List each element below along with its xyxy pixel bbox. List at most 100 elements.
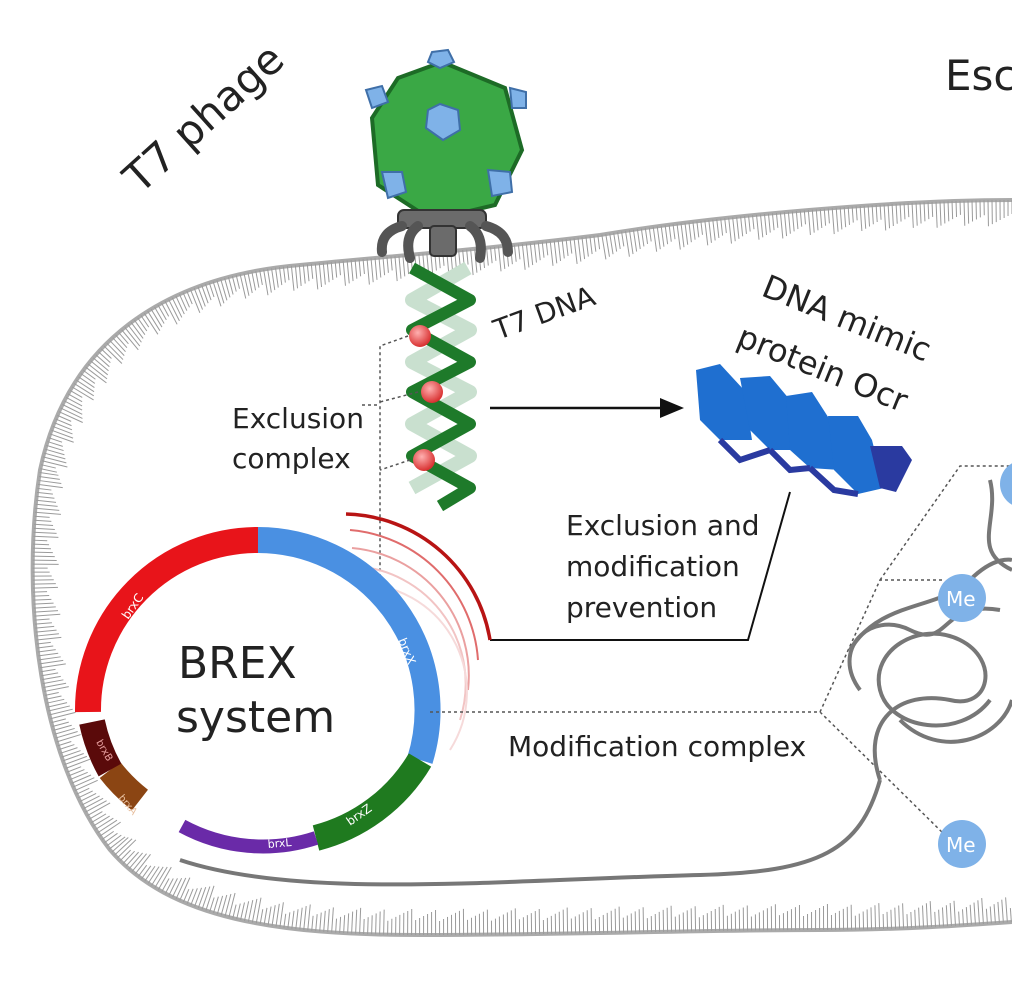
cell-hair: [263, 269, 269, 296]
cell-hair: [115, 334, 128, 349]
cell-hair: [700, 220, 703, 235]
cell-hair: [197, 887, 207, 909]
cell-hair: [867, 205, 871, 227]
cell-hair: [279, 902, 284, 928]
cell-hair: [194, 887, 203, 907]
cell-hair: [251, 271, 257, 291]
cell-hair: [899, 203, 902, 222]
cell-hair: [382, 257, 386, 276]
cell-hair: [224, 277, 231, 298]
cell-hair: [45, 695, 62, 700]
cell-hair: [811, 209, 815, 233]
cell-hair: [231, 275, 237, 292]
cell-hair: [684, 222, 689, 245]
cell-hair: [752, 215, 755, 230]
cell-hair: [890, 909, 893, 929]
cell-hair: [35, 629, 57, 633]
cell-hair: [45, 448, 65, 456]
cell-hair: [193, 287, 204, 310]
cell-hair: [239, 274, 247, 299]
capsid-protein-center: [424, 102, 462, 142]
methyl-label: Me: [946, 833, 976, 857]
t7-dna-label: T7 DNA: [488, 279, 599, 346]
cell-hair: [46, 698, 65, 704]
cell-hair: [58, 411, 83, 423]
cell-hair: [175, 877, 187, 900]
cell-hair: [40, 468, 58, 473]
cell-hair: [327, 909, 330, 933]
cell-hair: [886, 911, 889, 929]
cell-hair: [37, 483, 63, 489]
cell-hair: [298, 265, 302, 287]
cell-hair: [118, 332, 129, 345]
cell-hair: [929, 901, 933, 928]
cell-hair: [259, 909, 264, 925]
cell-hair: [322, 262, 326, 285]
cell-hair: [951, 201, 954, 220]
cell-hair: [771, 213, 775, 231]
cell-hair: [553, 240, 558, 264]
cell-hair: [80, 373, 96, 384]
cell-hair: [470, 249, 474, 276]
cell-hair: [212, 281, 222, 307]
cell-hair: [878, 903, 881, 930]
cell-hair: [1009, 908, 1012, 923]
cell-hair: [1001, 899, 1004, 923]
cell-hair: [69, 771, 88, 781]
cell-hair: [367, 917, 369, 935]
cell-hair: [128, 852, 143, 870]
cell-hair: [57, 414, 72, 422]
cell-hair: [911, 202, 914, 228]
cell-hair: [795, 211, 799, 230]
cell-hair: [545, 241, 549, 256]
cell-hair: [263, 907, 268, 925]
cell-hair: [147, 310, 161, 331]
cell-hair: [918, 907, 921, 928]
cell-hair: [48, 437, 63, 443]
cell-hair: [213, 896, 219, 914]
cell-hair: [40, 668, 56, 673]
brex-label-line2: system: [176, 692, 335, 743]
cell-hair: [179, 294, 188, 311]
cell-hair: [54, 422, 73, 431]
cell-hair: [109, 340, 125, 356]
cell-hair: [466, 249, 469, 265]
cell-hair: [157, 866, 172, 890]
cell-hair: [134, 853, 151, 875]
cell-hair: [36, 495, 55, 499]
cell-hair: [335, 918, 338, 933]
cell-hair: [895, 203, 898, 224]
cell-hair: [62, 404, 83, 415]
cell-hair: [247, 272, 253, 294]
cell-hair: [302, 264, 306, 284]
inhibition-line: [490, 491, 791, 641]
cell-hair: [965, 907, 968, 926]
cell-hair: [831, 208, 835, 235]
cell-hair: [589, 236, 593, 255]
cell-hair: [62, 753, 84, 762]
methyl-label: Me: [946, 587, 976, 611]
cell-hair: [319, 912, 322, 932]
cell-hair: [605, 233, 610, 257]
cell-hair: [318, 263, 323, 288]
cell-hair: [839, 207, 843, 230]
cell-hair: [513, 244, 517, 262]
cell-hair: [314, 263, 319, 290]
cell-hair: [807, 210, 811, 236]
t7-phage: [364, 48, 527, 263]
cell-hair: [71, 774, 92, 784]
cell-hair: [402, 255, 406, 277]
cell-hair: [672, 224, 676, 240]
cell-hair: [851, 206, 854, 223]
cell-hair: [150, 308, 163, 328]
cell-hair: [131, 853, 147, 872]
cell-hair: [48, 705, 70, 712]
gene-brxZ: [312, 753, 432, 851]
cell-hair: [501, 246, 506, 270]
cell-hair: [676, 223, 681, 250]
cell-hair: [275, 267, 279, 288]
cell-hair: [779, 212, 784, 239]
cell-hair: [232, 904, 237, 919]
cell-hair: [935, 201, 938, 228]
